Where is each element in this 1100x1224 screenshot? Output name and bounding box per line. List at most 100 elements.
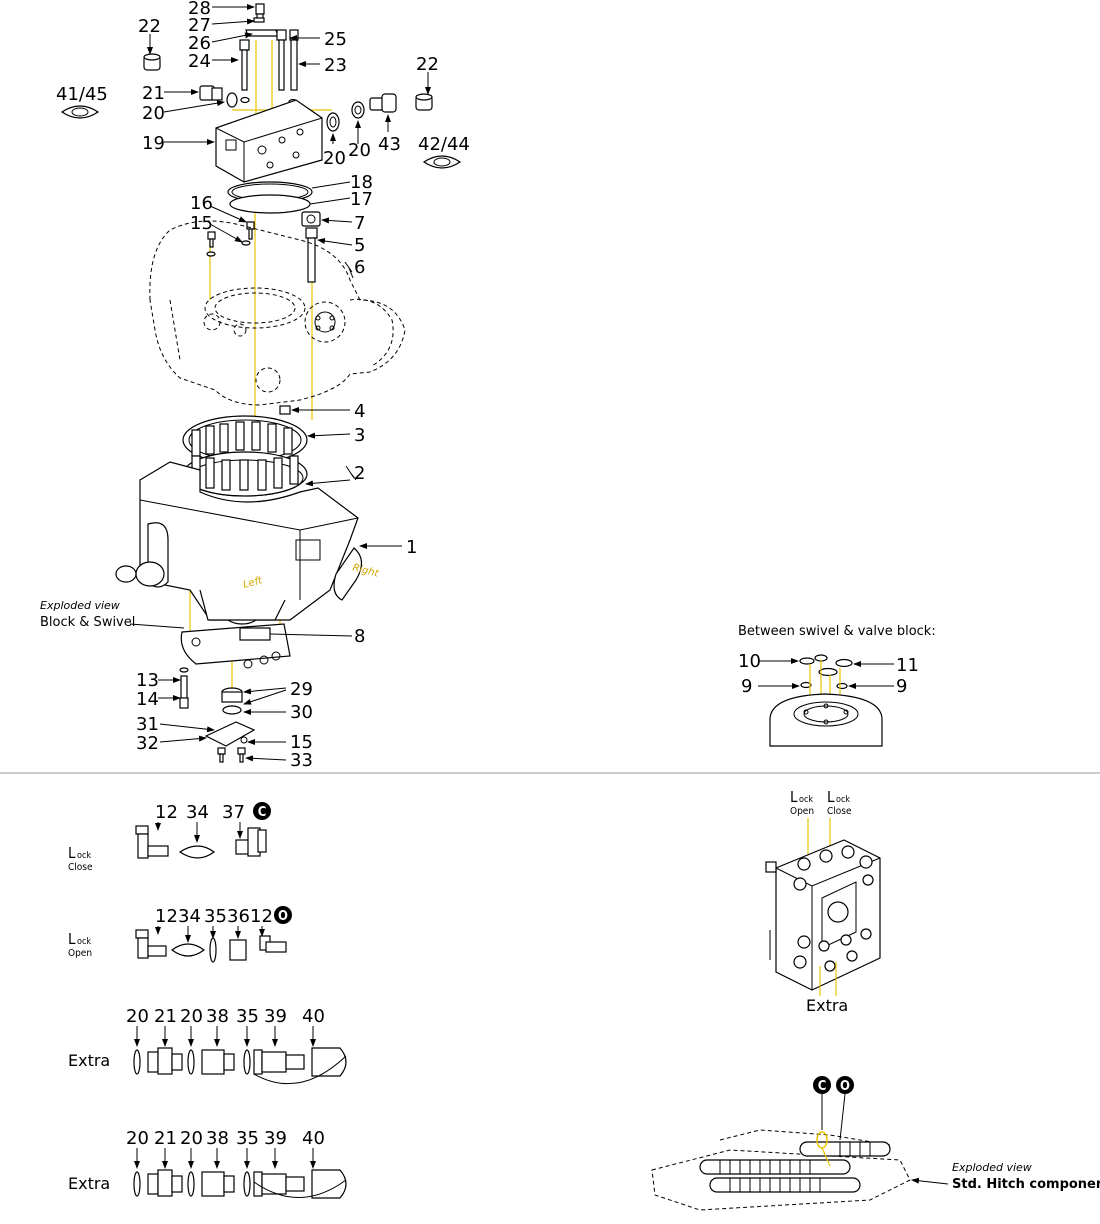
bolt-13-14 [179,667,189,709]
svg-text:38: 38 [206,1006,229,1027]
svg-text:Extra: Extra [68,1174,110,1193]
svg-text:20: 20 [180,1006,203,1027]
svg-text:L: L [68,930,76,948]
gasket-41-45 [60,105,100,119]
callout-6: 6 [354,257,365,278]
kit-row-lock-close: L ock Close 12 34 37 C [68,802,271,873]
gasket-42-44 [422,155,462,169]
svg-text:40: 40 [302,1128,325,1149]
kit1-part-37: 37 [222,802,245,823]
kit1-part-34: 34 [186,802,209,823]
between-label: Between swivel & valve block: [738,624,936,639]
callout-4: 4 [354,401,365,422]
svg-text:C: C [258,805,267,820]
callout-11: 11 [896,655,919,676]
svg-text:39: 39 [264,1006,287,1027]
callout-7: 7 [354,213,365,234]
callout-18: 18 [350,172,373,193]
callout-31: 31 [136,714,159,735]
kit1-part-12: 12 [155,802,178,823]
bolt-ring-3 [182,415,308,497]
svg-text:ock: ock [77,851,91,861]
screw-small-left [206,231,216,257]
svg-text:Extra: Extra [68,1051,110,1070]
fitting-21 [199,85,223,101]
left-marker: Left [242,575,264,591]
callout-29: 29 [290,679,313,700]
callout-13: 13 [136,670,159,691]
pin-2 [345,465,357,481]
std-hitch-label: Std. Hitch components [952,1177,1100,1192]
callout-27: 27 [188,15,211,36]
kit-row-extra-1: Extra 20 21 20 38 35 39 40 [68,1006,347,1085]
callout-3: 3 [354,425,365,446]
plug-22-right [415,93,433,111]
callout-32: 32 [136,733,159,754]
bolt-25 [276,29,287,91]
svg-text:Open: Open [790,806,814,817]
callout-20-left: 20 [142,103,165,124]
callout-22-left: 22 [138,16,161,37]
lock-close-r-L: L [827,788,835,806]
svg-text:ock: ock [836,795,850,805]
valve-block-detail [765,818,881,996]
svg-text:20: 20 [126,1128,149,1149]
svg-text:O: O [840,1079,850,1094]
svg-text:21: 21 [154,1128,177,1149]
callout-14: 14 [136,689,159,710]
washer-29-30 [221,687,243,715]
callouts-main: 28 27 26 24 25 23 22 41/45 21 20 19 20 2… [56,0,470,771]
svg-text:Close: Close [827,806,852,817]
nut-7 [301,211,321,227]
swivel-body-1 [115,461,363,625]
callout-28: 28 [188,0,211,19]
svg-text:L: L [68,844,76,862]
washer-15 [241,240,251,246]
bolt-5 [305,227,318,283]
kit2-part-34: 34 [178,906,201,927]
svg-text:20: 20 [180,1128,203,1149]
lock-open-r-L: L [790,788,798,806]
seal-ring-17 [229,194,311,214]
bolt-23 [288,29,299,106]
svg-text:38: 38 [206,1128,229,1149]
callout-8: 8 [354,626,365,647]
svg-text:Open: Open [68,948,92,959]
block-swivel-label: Block & Swivel [40,615,135,630]
callout-22-right: 22 [416,54,439,75]
callout-19: 19 [142,133,165,154]
o-rings-right [326,101,365,132]
callout-10: 10 [738,651,761,672]
callout-23: 23 [324,55,347,76]
valve-block-19 [215,99,323,183]
callout-2: 2 [354,463,365,484]
bottom-plate-8 [180,623,291,669]
callout-15-bottom: 15 [290,732,313,753]
callout-1: 1 [406,537,417,558]
svg-text:ock: ock [77,937,91,947]
callout-5: 5 [354,235,365,256]
kit2-part-35: 35 [204,906,227,927]
svg-text:Close: Close [68,862,93,873]
kit-row-lock-open: L ock Open 12 34 35 36 12 O [68,906,292,963]
screws-33 [217,747,246,763]
callout-9-left: 9 [741,676,752,697]
callout-26: 26 [188,33,211,54]
hitch-housing-outline [149,220,406,406]
svg-text:ock: ock [799,795,813,805]
svg-text:21: 21 [154,1006,177,1027]
exploded-view-label: Exploded view [40,599,120,612]
svg-text:40: 40 [302,1006,325,1027]
callout-24: 24 [188,51,211,72]
pin-6 [344,261,354,279]
bolt-24 [239,39,250,104]
kit-row-extra-2: Extra 20 21 20 38 35 39 40 [68,1128,347,1199]
callout-9-right: 9 [896,676,907,697]
svg-text:35: 35 [236,1128,259,1149]
svg-text:39: 39 [264,1128,287,1149]
callout-15-top: 15 [190,213,213,234]
callout-30: 30 [290,702,313,723]
extra-label-right: Extra [806,996,848,1015]
leaders-between [758,658,894,689]
